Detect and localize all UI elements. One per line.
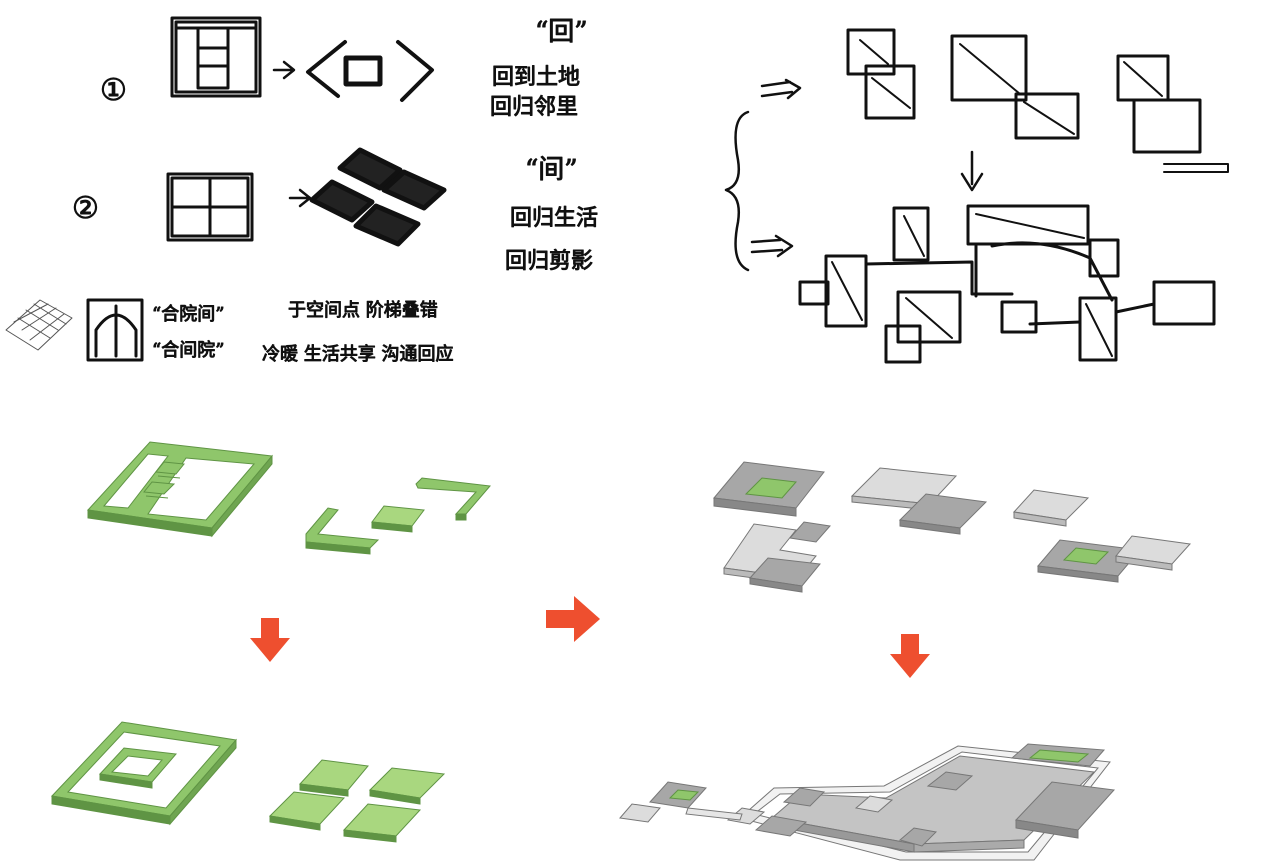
note-3-line-2: “合间院” [152, 340, 224, 361]
sketch-bottom-composition [798, 204, 1216, 364]
sketch-number-2: ② [72, 191, 99, 226]
sketch-brace [724, 110, 750, 272]
sketch-top-blocks [846, 28, 1229, 173]
model-canvas [50, 441, 1192, 861]
sketch-3-arch [86, 298, 144, 362]
model-6-combined [619, 743, 1116, 861]
sketch-1-split [306, 40, 434, 102]
note-2-title: “间” [525, 155, 578, 185]
note-3-text-2: 冷暖 生活共享 沟通回应 [262, 344, 453, 365]
note-1-line-1: 回到土地 [492, 65, 580, 90]
model-4-four-tiles [268, 759, 446, 843]
sketch-arrow-1 [272, 60, 296, 80]
sketch-down-arrow [960, 150, 984, 192]
arrow-down-left [250, 618, 290, 662]
sketch-arrow-4 [750, 234, 794, 258]
model-3-nested-frames [50, 721, 237, 826]
model-5-gray-blocks [713, 461, 1192, 593]
note-1-line-2: 回归邻里 [490, 95, 578, 120]
sketch-2-grid [166, 172, 254, 242]
arrow-right-middle [546, 596, 600, 642]
sketch-3-grid [5, 299, 73, 351]
model-1-courtyard [86, 441, 273, 538]
sketch-2-blocks [309, 147, 447, 247]
sketch-arrow-3 [760, 78, 802, 100]
model-panel [0, 390, 1265, 868]
sketch-panel: ① “回” 回到土地 回归邻里 ② [0, 0, 1265, 390]
note-1-title: “回” [535, 17, 588, 47]
sketch-arrow-2 [288, 188, 312, 208]
sketch-number-1: ① [100, 73, 127, 108]
note-3-text-1: 于空间点 阶梯叠错 [288, 300, 438, 321]
sketch-1-courtyard [170, 16, 262, 98]
note-2-line-2: 回归剪影 [505, 249, 593, 274]
note-3-line-1: “合院间” [152, 304, 224, 325]
arrow-down-right [890, 634, 930, 678]
sketch-canvas: ① “回” 回到土地 回归邻里 ② [5, 16, 1229, 366]
note-2-line-1: 回归生活 [510, 206, 598, 231]
model-2-split-pieces [305, 477, 491, 555]
